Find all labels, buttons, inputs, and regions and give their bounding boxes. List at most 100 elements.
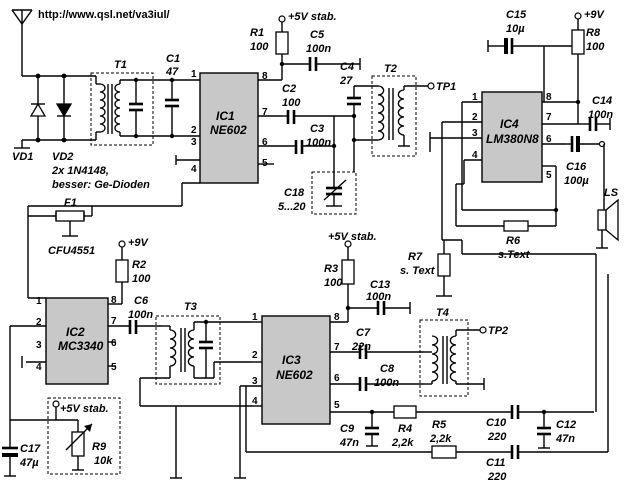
r4-label: R4 xyxy=(398,423,412,435)
c7-label: C7 xyxy=(356,327,371,339)
capacitor-c5 xyxy=(308,57,361,71)
antenna xyxy=(11,9,33,76)
r5-value: 2,2k xyxy=(429,433,452,445)
speaker-ls xyxy=(596,144,619,249)
c4-label: C4 xyxy=(340,61,354,73)
ic4-name: IC4 xyxy=(500,117,519,131)
rail-5v-pot: +5V stab. xyxy=(60,403,109,415)
ic2-pin8: 8 xyxy=(111,295,117,306)
c12-value: 47n xyxy=(555,433,575,445)
r2-value: 100 xyxy=(132,273,151,285)
r3-value: 100 xyxy=(324,277,343,289)
c12-label: C12 xyxy=(556,419,576,431)
tp1-label: TP1 xyxy=(436,81,456,93)
ic4-pin3: 3 xyxy=(472,128,478,139)
vd1-label: VD1 xyxy=(12,151,33,163)
ic2-pin2: 2 xyxy=(36,317,42,328)
r2-label: R2 xyxy=(132,259,146,271)
capacitor-c9 xyxy=(360,409,394,447)
ic3-pin8: 8 xyxy=(334,312,340,323)
ic3-pin6: 6 xyxy=(334,373,340,384)
ic1-chip xyxy=(175,72,296,184)
ic4-pin8: 8 xyxy=(546,92,552,103)
ic3-pin5: 5 xyxy=(334,400,340,411)
capacitor-c1 xyxy=(148,77,200,139)
transformer-t2 xyxy=(371,75,428,157)
capacitor-c8 xyxy=(358,377,424,391)
c6-label: C6 xyxy=(134,295,149,307)
f1-value: CFU4551 xyxy=(48,245,95,257)
f1-label: F1 xyxy=(64,197,77,209)
c15-label: C15 xyxy=(506,9,527,21)
c9-label: C9 xyxy=(340,423,355,435)
r1-value: 100 xyxy=(250,41,269,53)
transformer-t1 xyxy=(90,72,154,146)
capacitor-c4 xyxy=(333,85,378,172)
c14-label: C14 xyxy=(592,95,612,107)
resistor-r5 xyxy=(245,386,512,459)
capacitor-c16 xyxy=(566,136,606,152)
r7-label: R7 xyxy=(408,251,423,263)
ic1-pin7: 7 xyxy=(262,107,268,118)
r6-label: R6 xyxy=(506,235,521,247)
c13-value: 100n xyxy=(366,291,391,303)
ic3-pin2: 2 xyxy=(252,350,258,361)
capacitor-c3 xyxy=(294,140,334,154)
ic2-name: IC2 xyxy=(66,325,85,339)
ic3-pin3: 3 xyxy=(252,376,258,387)
ic4-pin7: 7 xyxy=(546,112,552,123)
ic1-pin8: 8 xyxy=(262,71,268,82)
ic4-pin2: 2 xyxy=(472,112,478,123)
capacitor-c15 xyxy=(487,38,578,102)
diode-note-line2: besser: Ge-Dioden xyxy=(52,179,150,191)
capacitor-c17 xyxy=(2,420,18,477)
ic1-name: IC1 xyxy=(216,109,235,123)
resistor-r4 xyxy=(393,405,512,419)
capacitor-c18-trimmer xyxy=(311,143,357,215)
c4-value: 27 xyxy=(339,75,353,87)
r4-value: 2,2k xyxy=(391,437,414,449)
ls-label: LS xyxy=(604,187,619,199)
c10-label: C10 xyxy=(486,417,507,429)
diode-note-line1: 2x 1N4148, xyxy=(51,165,109,177)
ic2-pin6: 6 xyxy=(111,338,117,349)
vd2-label: VD2 xyxy=(52,151,73,163)
ic3-pin4: 4 xyxy=(252,396,258,407)
capacitor-c2 xyxy=(282,110,334,124)
c9-value: 47n xyxy=(339,437,359,449)
source-url: http://www.qsl.net/va3iul/ xyxy=(38,9,170,21)
r7-value: s. Text xyxy=(400,265,436,277)
ic2-pin4: 4 xyxy=(36,362,42,373)
c1-label: C1 xyxy=(166,53,180,65)
ic2-pin1: 1 xyxy=(36,296,42,307)
c17-label: C17 xyxy=(20,443,41,455)
tp2-label: TP2 xyxy=(488,325,508,337)
r9-value: 10k xyxy=(94,455,113,467)
ic2-chip xyxy=(9,270,130,420)
capacitor-c12 xyxy=(537,409,551,449)
c2-value: 100 xyxy=(282,97,301,109)
r8-value: 100 xyxy=(586,41,605,53)
filter-f1 xyxy=(27,206,93,298)
resistor-r3 xyxy=(341,240,378,322)
ic4-pin5: 5 xyxy=(546,170,552,181)
ic2-pin5: 5 xyxy=(111,362,117,373)
capacitor-c10 xyxy=(510,405,594,419)
ic4-part: LM380N8 xyxy=(486,132,539,146)
c17-value: 47µ xyxy=(19,457,39,469)
capacitor-c6 xyxy=(128,320,162,334)
t1-label: T1 xyxy=(114,59,127,71)
rail-5v-ic3: +5V stab. xyxy=(328,231,377,243)
c11-value: 220 xyxy=(487,471,507,483)
c8-value: 100n xyxy=(374,377,399,389)
ic1-pin4: 4 xyxy=(191,164,197,175)
c15-value: 10µ xyxy=(506,23,525,35)
r5-label: R5 xyxy=(432,419,447,431)
diode-pair xyxy=(14,73,96,149)
transformer-t4 xyxy=(419,319,485,397)
resistor-r7 xyxy=(436,240,452,297)
capacitor-c11 xyxy=(510,445,608,459)
r8-label: R8 xyxy=(586,27,601,39)
c16-value: 100µ xyxy=(564,175,589,187)
